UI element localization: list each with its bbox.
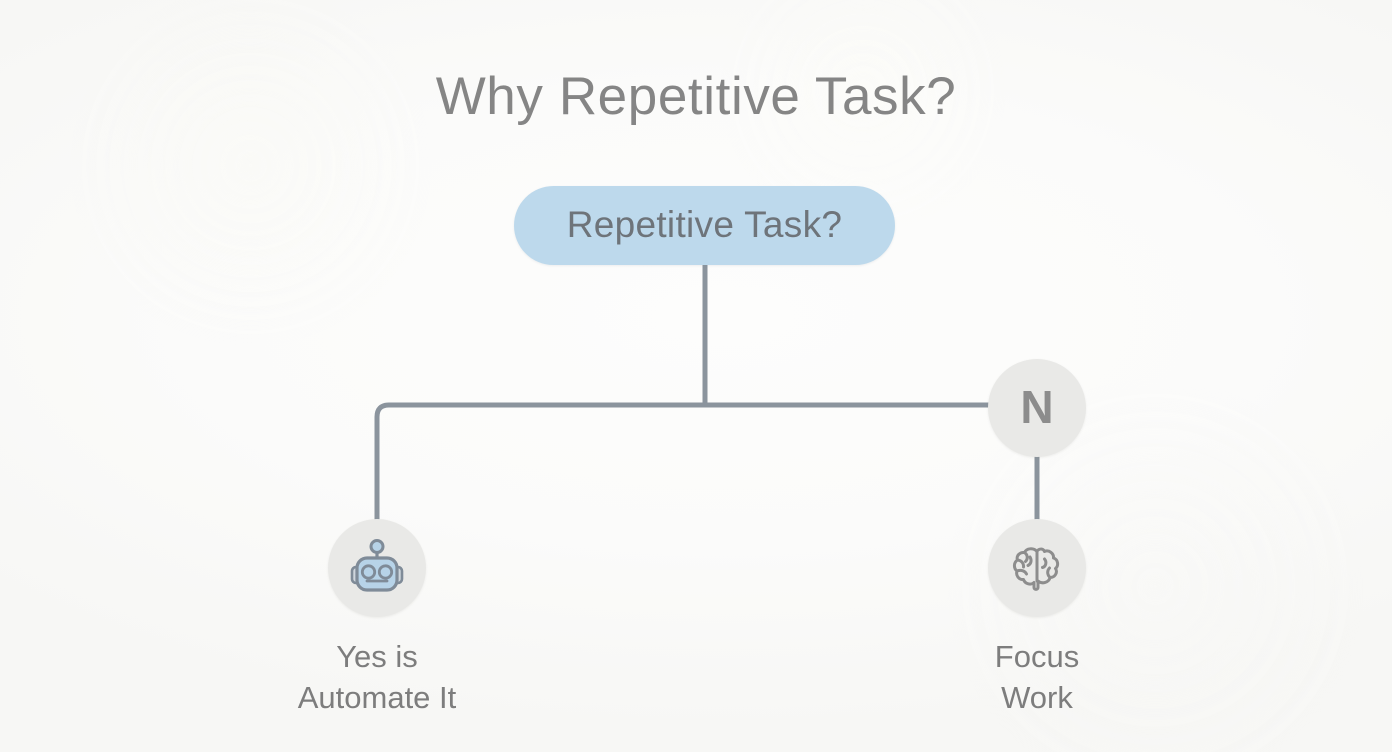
node-focus[interactable] (988, 519, 1086, 617)
connector-bus-to-robot (374, 402, 1037, 528)
node-focus-label-line1: Focus (994, 639, 1080, 674)
node-automate[interactable] (328, 519, 426, 617)
node-automate-label: Yes is Automate It (177, 636, 577, 718)
robot-icon (350, 539, 404, 592)
brain-icon (1012, 547, 1060, 591)
node-focus-label: Focus Work (837, 636, 1237, 718)
node-automate-label-line2: Automate It (297, 680, 457, 715)
page-title: Why Repetitive Task? (435, 67, 957, 126)
node-focus-label-line2: Work (1001, 680, 1073, 715)
decision-node-repetitive-task[interactable]: Repetitive Task? (514, 186, 895, 265)
node-automate-label-line1: Yes is (336, 639, 418, 674)
n-letter-icon: N (1020, 380, 1054, 433)
decision-node-label: Repetitive Task? (566, 203, 843, 245)
node-n8n[interactable]: N (988, 359, 1086, 457)
